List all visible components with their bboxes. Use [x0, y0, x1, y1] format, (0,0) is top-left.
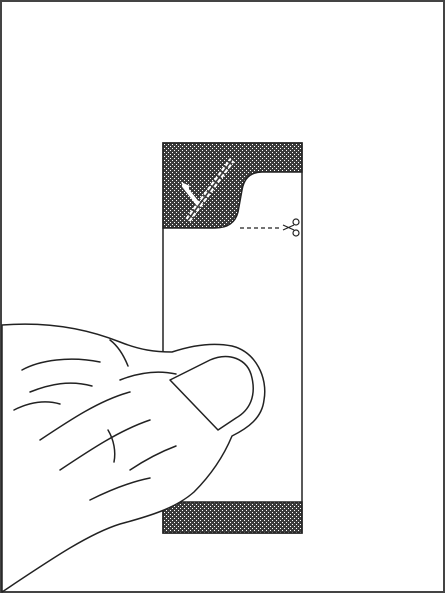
- bottom-seal: [163, 502, 302, 533]
